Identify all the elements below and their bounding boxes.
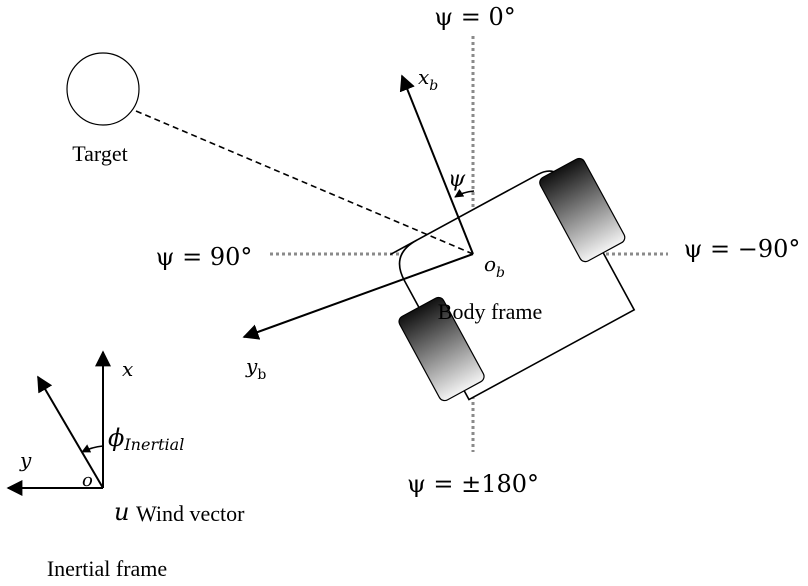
- phi-angle-arc: [81, 444, 104, 453]
- phi-label: ϕInertial: [108, 424, 184, 454]
- inertial-y-label: y: [19, 448, 32, 472]
- psi-angle-label: ψ: [448, 167, 466, 192]
- robot-body: [389, 157, 636, 402]
- wind-vector-arrow: [37, 375, 104, 489]
- inertial-o-label: o: [82, 470, 93, 491]
- x-b-axis: [399, 74, 474, 255]
- psi-neg90-label: ψ = −90°: [684, 235, 801, 263]
- left-wheel: [398, 296, 485, 402]
- o-b-label: ob: [484, 252, 505, 281]
- y-b-axis: [242, 253, 474, 340]
- right-wheel: [539, 157, 626, 263]
- psi-0-label: ψ = 0°: [434, 3, 515, 31]
- inertial-x-label: x: [122, 357, 133, 381]
- body-frame-label: Body frame: [438, 299, 542, 324]
- target-circle: [66, 52, 140, 126]
- psi-angle-arc: [454, 188, 475, 198]
- target-label: Target: [72, 141, 127, 166]
- wind-vector-label: Wind vector: [136, 501, 245, 526]
- psi-180-label: ψ = ±180°: [407, 470, 539, 498]
- psi-90-label: ψ = 90°: [156, 243, 253, 271]
- u-symbol: u: [114, 498, 129, 526]
- target-line: [135, 110, 474, 255]
- inertial-frame-label: Inertial frame: [47, 556, 167, 581]
- y-b-label: yb: [245, 354, 266, 383]
- x-b-label: xb: [418, 65, 438, 94]
